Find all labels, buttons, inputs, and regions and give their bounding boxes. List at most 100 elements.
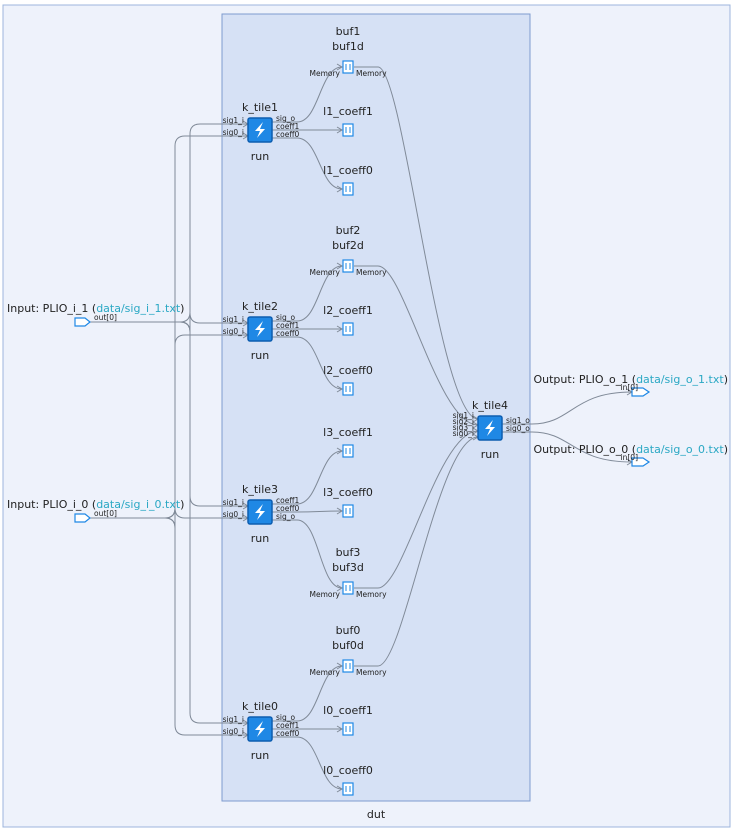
plio-file-link[interactable]: data/sig_i_1.txt [96, 302, 181, 315]
kernel-to-buffer-edge-arrow [336, 662, 343, 670]
output-port-label: sig_o [276, 313, 296, 322]
plio-output-label: Output: PLIO_o_1 (data/sig_o_1.txt) [533, 373, 728, 386]
buffer-icon[interactable] [342, 259, 354, 273]
plio-file-link[interactable]: data/sig_o_1.txt [636, 373, 724, 386]
plio-label-prefix: Input: PLIO_i_1 ( [7, 302, 96, 315]
plio-port-label: out[0] [94, 313, 117, 322]
plio-output-plio_o1[interactable]: Output: PLIO_o_1 (data/sig_o_1.txt)in[0] [533, 373, 728, 397]
plio-file-link[interactable]: data/sig_i_0.txt [96, 498, 181, 511]
buffer-icon[interactable] [342, 659, 354, 673]
plio-port-label: in[0] [621, 453, 639, 462]
plio-label-prefix: Output: PLIO_o_1 ( [533, 373, 636, 386]
plio-label-prefix: Output: PLIO_o_0 ( [533, 443, 636, 456]
buffer-icon[interactable] [342, 322, 354, 336]
kernel-to-buffer-edge [296, 66, 343, 123]
buffer-icon[interactable] [342, 182, 354, 196]
plio-to-kernel-edge [90, 123, 248, 323]
plio-file-link[interactable]: data/sig_o_0.txt [636, 443, 724, 456]
plio-output-port-icon[interactable] [631, 457, 651, 467]
plio-output-plio_o0[interactable]: Output: PLIO_o_0 (data/sig_o_0.txt)in[0] [533, 443, 728, 467]
plio-port-label: out[0] [94, 509, 117, 518]
kernel-function-name: run [251, 150, 269, 163]
plio-to-kernel-edge [90, 517, 248, 736]
buffer-to-kernel-edge [354, 430, 479, 589]
buffer-name: l3_coeff1 [323, 426, 373, 439]
buffer-name: l0_coeff1 [323, 704, 373, 717]
kernel-to-buffer-edge-arrow [336, 385, 343, 393]
kernel-name: k_tile2 [242, 300, 278, 313]
input-port-label: sig1_i [223, 715, 244, 724]
buffer-output-port-label: Memory [356, 590, 387, 599]
kernel-name: k_tile4 [472, 399, 508, 412]
buffer-icon[interactable] [342, 782, 354, 796]
plio-to-kernel-edge [90, 321, 248, 724]
kernel-to-buffer-edge-arrow [336, 325, 343, 333]
plio-output-label: Output: PLIO_o_0 (data/sig_o_0.txt) [533, 443, 728, 456]
output-port-label: coeff1 [276, 721, 299, 730]
kernel-to-buffer-edge [296, 336, 343, 390]
plio-input-port-icon[interactable] [74, 513, 91, 523]
input-port-label: sig1_i [223, 498, 244, 507]
kernel-name: k_tile0 [242, 700, 278, 713]
plio-output-port-icon[interactable] [631, 387, 651, 397]
dut-subgraph-box[interactable] [221, 13, 531, 802]
kernel-to-buffer-edge-arrow [336, 185, 343, 193]
input-port-label: sig2_i [453, 417, 474, 426]
lightning-icon [255, 504, 265, 520]
buffer-l1_coeff1[interactable]: l1_coeff1 [323, 105, 373, 137]
plio-input-label: Input: PLIO_i_0 (data/sig_i_0.txt) [7, 498, 184, 511]
buffer-icon[interactable] [342, 382, 354, 396]
kernel-to-buffer-edge [296, 519, 343, 589]
output-port-label: sig0_o [506, 424, 530, 433]
kernel-to-buffer-edge-arrow [336, 507, 343, 515]
kernel-k_tile4[interactable]: k_tile4runsig1_isig2_isig3_isig0_isig1_o… [453, 399, 531, 461]
lightning-icon [485, 420, 495, 436]
buffer-input-port-label: Memory [309, 668, 340, 677]
buffer-icon[interactable] [342, 504, 354, 518]
buffer-icon[interactable] [342, 444, 354, 458]
kernel-to-buffer-edge [296, 450, 343, 505]
output-port-label: coeff0 [276, 504, 299, 513]
buffer-l3_coeff1[interactable]: l3_coeff1 [323, 426, 373, 458]
buffer-l1_coeff0[interactable]: l1_coeff0 [323, 164, 373, 196]
input-port-label: sig0_i [453, 429, 474, 438]
buffer-name: l2_coeff1 [323, 304, 373, 317]
output-port-label: sig1_o [506, 416, 530, 425]
buffer-icon[interactable] [342, 60, 354, 74]
kernel-to-buffer-edge [296, 137, 343, 190]
plio-port-label: in[0] [621, 383, 639, 392]
buffer-l0_coeff0[interactable]: l0_coeff0 [323, 764, 373, 796]
plio-input-plio_i0[interactable]: Input: PLIO_i_0 (data/sig_i_0.txt)out[0] [7, 498, 184, 523]
buffer-l0_coeff1[interactable]: l0_coeff1 [323, 704, 373, 736]
buffer-name: buf0 [336, 624, 361, 637]
input-port-label: sig0_i [223, 510, 244, 519]
plio-label-suffix: ) [724, 443, 728, 456]
buffer-l3_coeff0[interactable]: l3_coeff0 [323, 486, 373, 518]
plio-input-plio_i1[interactable]: Input: PLIO_i_1 (data/sig_i_1.txt) out[0] [7, 302, 184, 327]
plio-label-suffix: ) [180, 302, 184, 315]
buffer-l2_coeff0[interactable]: l2_coeff0 [323, 364, 373, 396]
buffer-icon[interactable] [342, 722, 354, 736]
output-port-label: sig_o [276, 512, 296, 521]
input-port-label: sig1_i [223, 116, 244, 125]
plio-input-port-icon[interactable] [74, 317, 91, 327]
output-port-label: coeff0 [276, 729, 299, 738]
buffer-icon[interactable] [342, 581, 354, 595]
buffer-icon[interactable] [342, 123, 354, 137]
buffer-l2_coeff1[interactable]: l2_coeff1 [323, 304, 373, 336]
buffer-name: buf1 [336, 25, 361, 38]
buffer-input-port-label: Memory [309, 69, 340, 78]
buffer-output-port-label: Memory [356, 69, 387, 78]
plio-label-prefix: Input: PLIO_i_0 ( [7, 498, 96, 511]
kernel-function-name: run [481, 448, 499, 461]
buffer-name: buf2 [336, 224, 361, 237]
